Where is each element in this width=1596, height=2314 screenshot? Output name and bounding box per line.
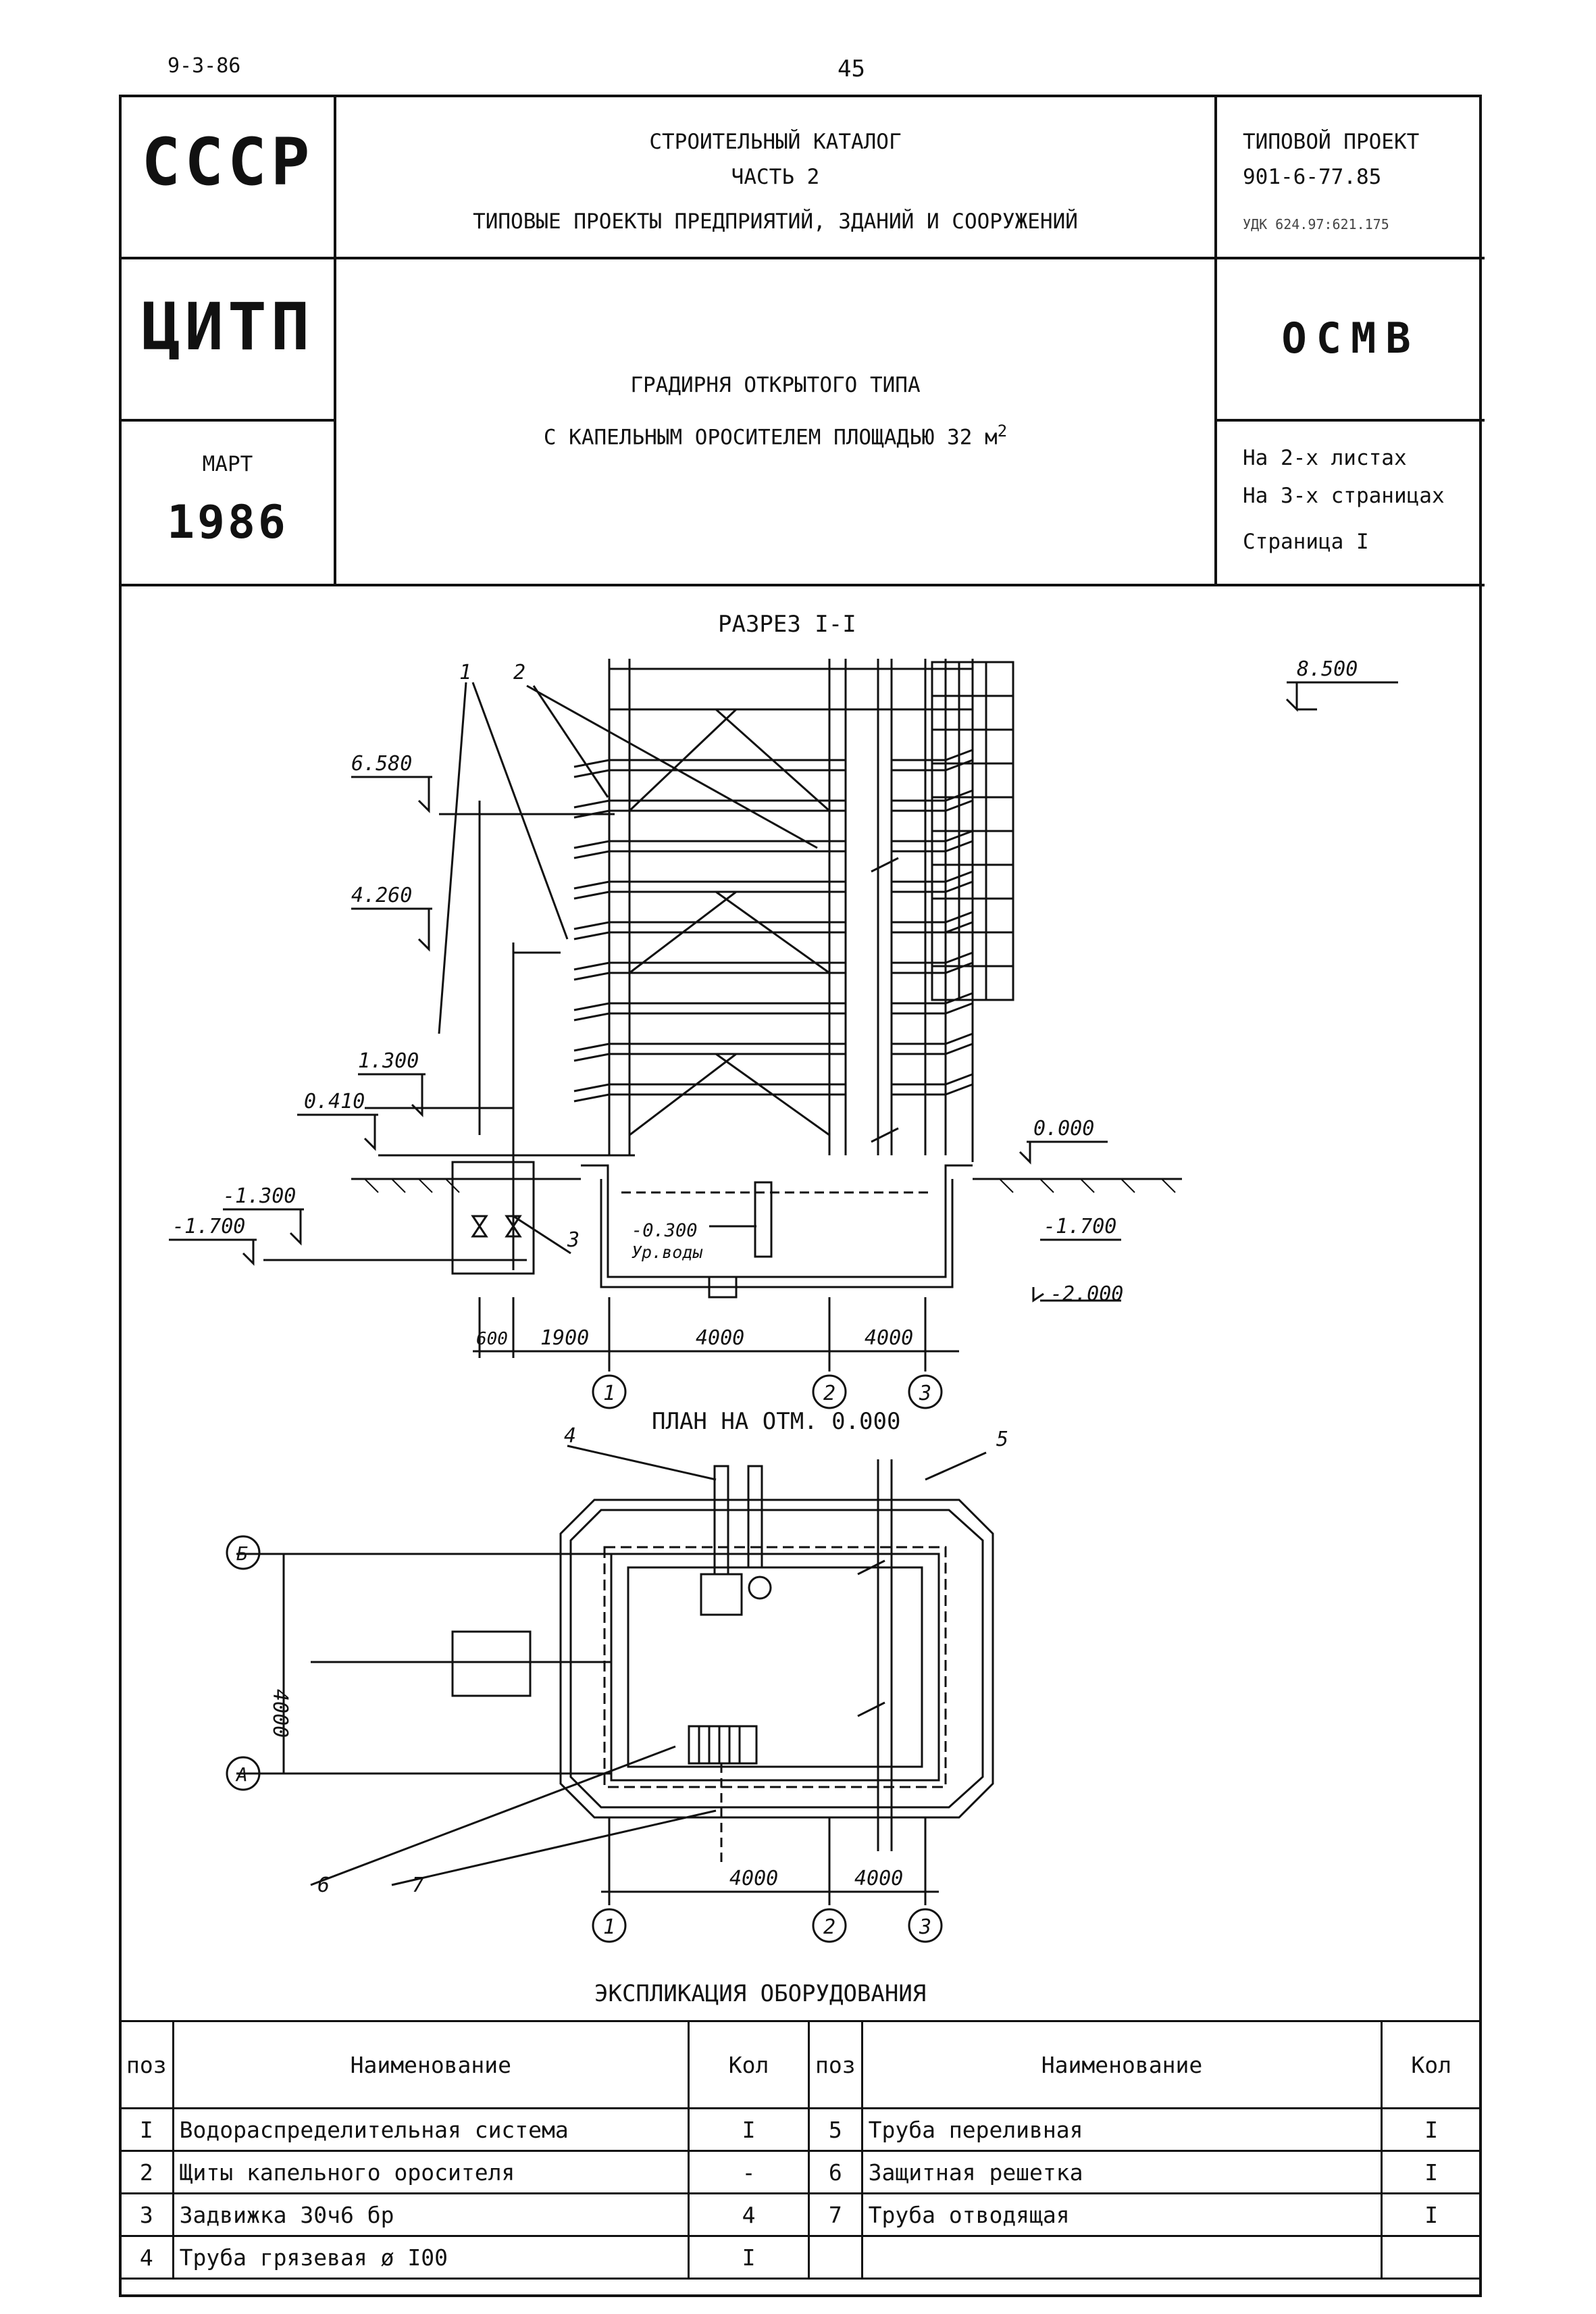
axis-label: 3 xyxy=(919,1915,931,1939)
column-header-qty: Кол xyxy=(1381,2020,1482,2109)
udk-code: УДК 624.97:621.175 xyxy=(1243,216,1389,232)
qty-cell: I xyxy=(688,2235,810,2280)
table-row: I Водораспределительная система I 5 Труб… xyxy=(119,2107,1482,2152)
org-bottom: ЦИТП xyxy=(141,289,314,365)
fill-shelves xyxy=(573,749,973,1103)
name-cell xyxy=(860,2235,1383,2280)
level-mark: -1.700 xyxy=(172,1215,245,1238)
dimension: 4000 xyxy=(729,1867,778,1890)
catalog-line1: СТРОИТЕЛЬНЫЙ КАТАЛОГ xyxy=(649,130,902,154)
row-axis-label: Б xyxy=(236,1542,248,1565)
qty-cell: I xyxy=(688,2107,810,2152)
dimension: 4000 xyxy=(268,1689,292,1738)
column-header-pos: поз xyxy=(119,2020,174,2109)
pos-cell: 5 xyxy=(808,2107,863,2152)
drawing-title-line2: С КАПЕЛЬНЫМ ОРОСИТЕЛЕМ ПЛОЩАДЬЮ 32 м2 xyxy=(543,422,1008,450)
level-mark: 4.260 xyxy=(351,884,412,907)
pos-cell: 3 xyxy=(119,2192,174,2237)
qty-cell: I xyxy=(1381,2107,1482,2152)
pos-cell: 7 xyxy=(808,2192,863,2237)
callout-1: 1 xyxy=(459,661,471,684)
column-header-name: Наименование xyxy=(172,2020,690,2109)
name-cell: Труба переливная xyxy=(860,2107,1383,2152)
issue-month: МАРТ xyxy=(202,452,253,476)
dimension: 1900 xyxy=(540,1326,589,1350)
axis-label: 2 xyxy=(823,1915,835,1939)
level-mark: 1.300 xyxy=(358,1049,419,1073)
name-cell: Защитная решетка xyxy=(860,2150,1383,2194)
project-number: 901-6-77.85 xyxy=(1243,165,1382,189)
org-top: СССР xyxy=(141,124,314,200)
callout-3: 3 xyxy=(567,1228,580,1252)
axis-label: 3 xyxy=(919,1382,931,1405)
table-row: 3 Задвижка 30ч6 бр 4 7 Труба отводящая I xyxy=(119,2192,1482,2237)
page-label: Страница I xyxy=(1243,530,1369,554)
document-code: 9-3-86 xyxy=(168,54,241,78)
page-number: 45 xyxy=(838,55,865,82)
callout-6: 6 xyxy=(317,1873,330,1897)
water-level-label: Ур.воды xyxy=(632,1242,703,1262)
level-mark: 0.410 xyxy=(304,1090,365,1113)
dimension: 4000 xyxy=(865,1326,913,1350)
drawing-title-line1: ГРАДИРНЯ ОТКРЫТОГО ТИПА xyxy=(630,373,921,397)
catalog-line2: ЧАСТЬ 2 xyxy=(731,165,820,189)
level-mark: 0.000 xyxy=(1033,1117,1094,1140)
row-axis-label: А xyxy=(235,1763,248,1786)
qty-cell xyxy=(1381,2235,1482,2280)
name-cell: Задвижка 30ч6 бр xyxy=(172,2192,690,2237)
dimension: 4000 xyxy=(696,1326,744,1350)
axis-label: 1 xyxy=(603,1382,615,1405)
qty-cell: 4 xyxy=(688,2192,810,2237)
callout-7: 7 xyxy=(412,1873,424,1897)
explication-table: поз Наименование Кол поз Наименование Ко… xyxy=(119,2020,1482,2280)
level-mark: 8.500 xyxy=(1297,657,1358,681)
pos-cell: 2 xyxy=(119,2150,174,2194)
project-label: ТИПОВОЙ ПРОЕКТ xyxy=(1243,130,1420,154)
sheet-frame: СССР ЦИТП МАРТ 1986 СТРОИТЕЛЬНЫЙ КАТАЛОГ… xyxy=(119,95,1485,2297)
table-header-row: поз Наименование Кол поз Наименование Ко… xyxy=(119,2020,1482,2109)
issue-year: 1986 xyxy=(167,496,288,549)
level-mark: -0.300 xyxy=(632,1220,698,1241)
section-title: РАЗРЕЗ I-I xyxy=(718,611,856,638)
pos-cell: 4 xyxy=(119,2235,174,2280)
dimension: 600 xyxy=(476,1329,508,1349)
pos-cell: I xyxy=(119,2107,174,2152)
column-header-pos: поз xyxy=(808,2020,863,2109)
name-cell: Щиты капельного оросителя xyxy=(172,2150,690,2194)
plan-title: ПЛАН НА ОТМ. 0.000 xyxy=(652,1408,900,1435)
column-header-name: Наименование xyxy=(860,2020,1383,2109)
qty-cell: I xyxy=(1381,2192,1482,2237)
explication-title: ЭКСПЛИКАЦИЯ ОБОРУДОВАНИЯ xyxy=(594,1980,926,2007)
axis-label: 1 xyxy=(603,1915,615,1939)
pos-cell xyxy=(808,2235,863,2280)
level-mark: 6.580 xyxy=(351,752,412,776)
callout-5: 5 xyxy=(996,1428,1008,1451)
name-cell: Труба грязевая ø I00 xyxy=(172,2235,690,2280)
level-mark: -2.000 xyxy=(1050,1282,1123,1306)
pos-cell: 6 xyxy=(808,2150,863,2194)
dimension: 4000 xyxy=(854,1867,903,1890)
name-cell: Труба отводящая xyxy=(860,2192,1383,2237)
axis-label: 2 xyxy=(823,1382,835,1405)
table-row: 2 Щиты капельного оросителя - 6 Защитная… xyxy=(119,2150,1482,2194)
level-mark: -1.300 xyxy=(223,1184,296,1208)
level-mark: -1.700 xyxy=(1044,1215,1116,1238)
qty-cell: I xyxy=(1381,2150,1482,2194)
drawing-area: РАЗРЕЗ I-I 8.500 6.580 4.260 1.300 0.410… xyxy=(169,611,1398,2007)
column-header-qty: Кол xyxy=(688,2020,810,2109)
page-count: На 3-х страницах xyxy=(1243,484,1445,508)
catalog-line3: ТИПОВЫЕ ПРОЕКТЫ ПРЕДПРИЯТИЙ, ЗДАНИЙ И СО… xyxy=(473,209,1078,234)
table-row: 4 Труба грязевая ø I00 I xyxy=(119,2235,1482,2280)
section-code: ОСМВ xyxy=(1281,313,1420,363)
sheet-count: На 2-х листах xyxy=(1243,446,1407,470)
qty-cell: - xyxy=(688,2150,810,2194)
name-cell: Водораспределительная система xyxy=(172,2107,690,2152)
callout-2: 2 xyxy=(513,661,525,684)
callout-4: 4 xyxy=(564,1424,576,1448)
